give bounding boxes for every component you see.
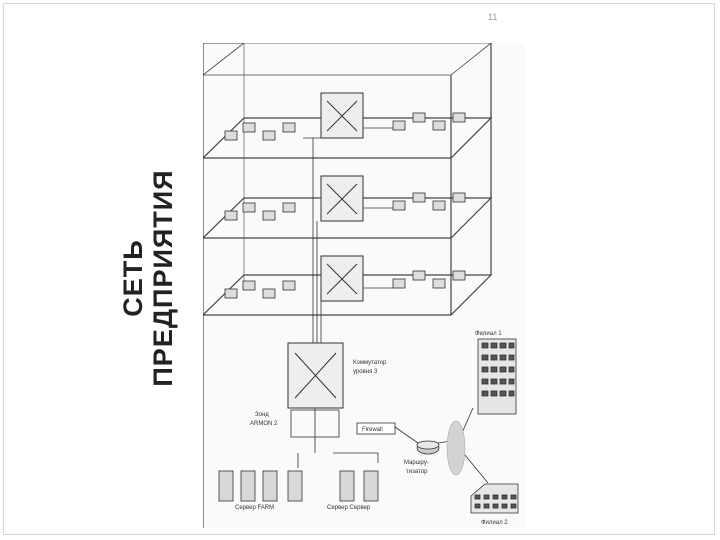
branch2-building — [470, 483, 519, 514]
workstations-floor3 — [224, 112, 466, 141]
layer3-switch-label-line1: Коммутатор — [353, 360, 387, 366]
branch1-label: Филиал 1 — [475, 331, 502, 337]
probe-label-line2: ARMON 2 — [250, 421, 278, 427]
firewall-label: Firewall — [362, 427, 383, 433]
wan-cloud — [446, 420, 466, 476]
probe-label-line1: Зонд — [255, 412, 269, 418]
slide-title: СЕТЬ ПРЕДПРИЯТИЯ — [118, 169, 178, 386]
workstations-floor1 — [224, 270, 466, 299]
floor-switch-2 — [320, 175, 364, 222]
network-cables — [297, 127, 489, 484]
server-label-farm: Сервер FARM — [235, 505, 274, 511]
firewall-box — [356, 422, 396, 435]
floor-switch-1 — [320, 255, 364, 302]
probe-device — [290, 409, 340, 438]
layer3-switch — [287, 342, 344, 409]
router-label-line1: Маршру- — [404, 460, 429, 466]
router-icon — [416, 440, 440, 455]
enterprise-network-diagram: Коммутатор уровня 3 Зонд ARMON 2 Firewal… — [203, 43, 525, 528]
router-label-line2: тизатор — [406, 469, 428, 475]
slide-frame — [3, 3, 715, 535]
floor-switch-3 — [320, 92, 364, 139]
workstations-floor2 — [224, 192, 466, 221]
slide-title-line2: ПРЕДПРИЯТИЯ — [148, 169, 178, 387]
branch2-label: Филиал 2 — [481, 520, 508, 526]
server-label-pair: Сервер Сервер — [327, 505, 371, 511]
layer3-switch-label-line2: уровня 3 — [353, 369, 378, 375]
page-number: 11 — [488, 12, 498, 22]
branch1-building — [477, 338, 517, 415]
server-farm — [218, 470, 379, 502]
slide-title-line1: СЕТЬ — [118, 239, 148, 317]
